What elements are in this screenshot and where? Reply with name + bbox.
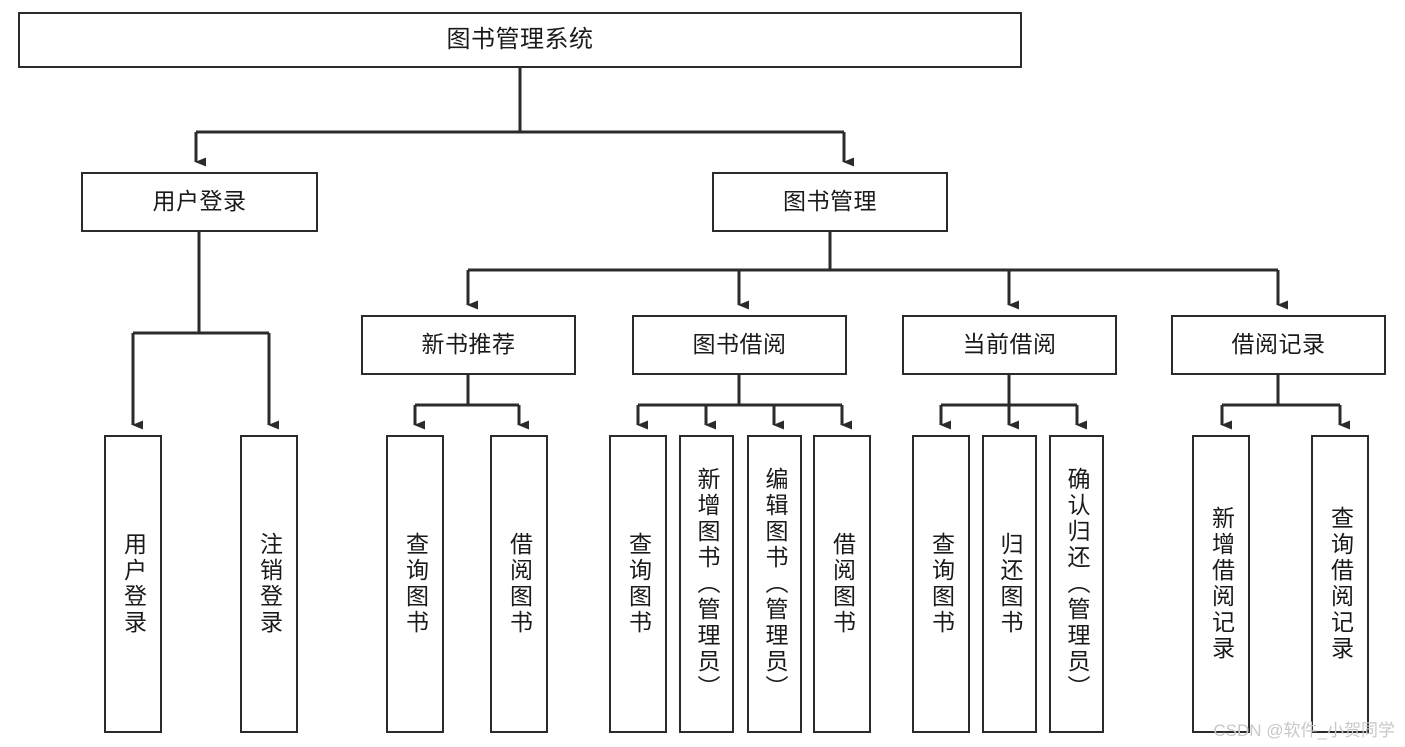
node-borrow-record-label: 借阅记录 [1231, 331, 1326, 358]
node-book-borrow[interactable]: 图书借阅 [632, 315, 847, 375]
node-book-manage-label: 图书管理 [783, 188, 877, 215]
node-new-book-rec-label: 新书推荐 [421, 331, 516, 358]
node-leaf-add-book-label: 新增图书（管理员） [694, 467, 720, 701]
node-leaf-query-book-1[interactable]: 查询图书 [386, 435, 444, 733]
node-leaf-borrow-book-2-label: 借阅图书 [829, 532, 856, 636]
node-leaf-query-book-3-label: 查询图书 [928, 532, 955, 636]
node-leaf-return-book[interactable]: 归还图书 [982, 435, 1037, 733]
csdn-watermark: CSDN @软件_小贺同学 [1213, 721, 1395, 740]
node-borrow-record[interactable]: 借阅记录 [1171, 315, 1386, 375]
node-root[interactable]: 图书管理系统 [18, 12, 1022, 68]
node-leaf-borrow-book-1-label: 借阅图书 [506, 532, 533, 636]
node-new-book-rec[interactable]: 新书推荐 [361, 315, 576, 375]
node-leaf-confirm-return[interactable]: 确认归还（管理员） [1049, 435, 1104, 733]
node-leaf-add-record[interactable]: 新增借阅记录 [1192, 435, 1250, 733]
node-leaf-edit-book[interactable]: 编辑图书（管理员） [747, 435, 802, 733]
node-book-manage[interactable]: 图书管理 [712, 172, 948, 232]
node-leaf-borrow-book-2[interactable]: 借阅图书 [813, 435, 871, 733]
node-leaf-query-record[interactable]: 查询借阅记录 [1311, 435, 1369, 733]
node-leaf-user-login[interactable]: 用户登录 [104, 435, 162, 733]
node-leaf-borrow-book-1[interactable]: 借阅图书 [490, 435, 548, 733]
node-leaf-edit-book-label: 编辑图书（管理员） [762, 467, 788, 701]
node-leaf-query-book-1-label: 查询图书 [402, 532, 429, 636]
node-leaf-query-book-2-label: 查询图书 [625, 532, 652, 636]
node-leaf-logout-label: 注销登录 [256, 532, 283, 636]
node-leaf-return-book-label: 归还图书 [997, 532, 1023, 636]
node-leaf-query-record-label: 查询借阅记录 [1327, 506, 1354, 662]
node-user-login[interactable]: 用户登录 [81, 172, 318, 232]
node-leaf-query-book-3[interactable]: 查询图书 [912, 435, 970, 733]
node-user-login-label: 用户登录 [152, 188, 247, 215]
node-root-label: 图书管理系统 [446, 25, 594, 53]
node-current-borrow-label: 当前借阅 [962, 331, 1057, 358]
node-leaf-confirm-return-label: 确认归还（管理员） [1064, 467, 1090, 701]
node-current-borrow[interactable]: 当前借阅 [902, 315, 1117, 375]
node-book-borrow-label: 图书借阅 [692, 331, 787, 358]
node-leaf-query-book-2[interactable]: 查询图书 [609, 435, 667, 733]
node-leaf-user-login-label: 用户登录 [120, 532, 147, 636]
node-leaf-add-record-label: 新增借阅记录 [1208, 506, 1235, 662]
node-leaf-logout[interactable]: 注销登录 [240, 435, 298, 733]
node-leaf-add-book[interactable]: 新增图书（管理员） [679, 435, 734, 733]
